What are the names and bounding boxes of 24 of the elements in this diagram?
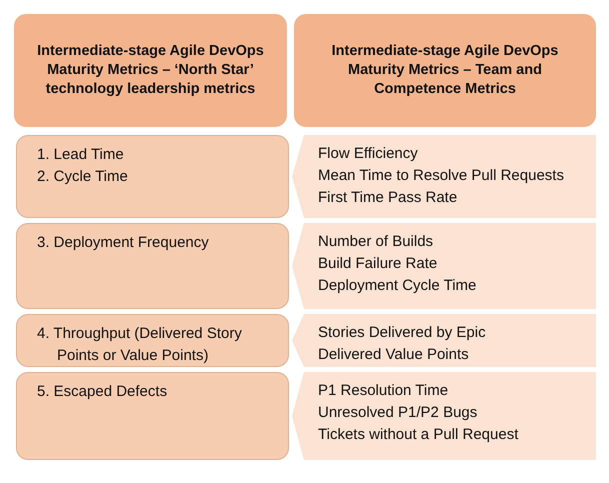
metric-text: Deployment Cycle Time: [318, 276, 478, 296]
header-box: [14, 14, 287, 127]
metric-box: [16, 223, 289, 309]
metric-box: [16, 372, 289, 460]
metric-text: 1. Lead Time: [37, 145, 125, 165]
column-heading: Intermediate-stage Agile DevOps Maturity Metrics – ‘North Star’ technology leadership metrics: [36, 42, 265, 99]
metric-text: Number of Builds: [318, 232, 434, 252]
metric-text: 5. Escaped Defects: [37, 382, 168, 402]
metric-box: [16, 314, 289, 367]
column-heading: Intermediate-stage Agile DevOps Maturity Metrics – Team and Competence Metrics: [330, 42, 560, 99]
metric-text: P1 Resolution Time: [318, 381, 450, 401]
metric-text: Stories Delivered by Epic: [318, 323, 487, 343]
metric-box: [16, 135, 289, 218]
metric-text: Build Failure Rate: [318, 254, 438, 274]
metric-text: Tickets without a Pull Request: [318, 425, 520, 445]
metric-text: 2. Cycle Time: [37, 167, 129, 187]
metric-text: Delivered Value Points: [318, 345, 470, 365]
metric-text: 3. Deployment Frequency: [37, 233, 210, 253]
header-box: [294, 14, 596, 127]
metric-text: Mean Time to Resolve Pull Requests: [318, 166, 565, 186]
metric-text: Flow Efficiency: [318, 144, 419, 164]
metric-text: Unresolved P1/P2 Bugs: [318, 403, 478, 423]
metric-text: 4. Throughput (Delivered Story Points or Value Points): [37, 324, 243, 366]
metric-text: First Time Pass Rate: [318, 188, 458, 208]
